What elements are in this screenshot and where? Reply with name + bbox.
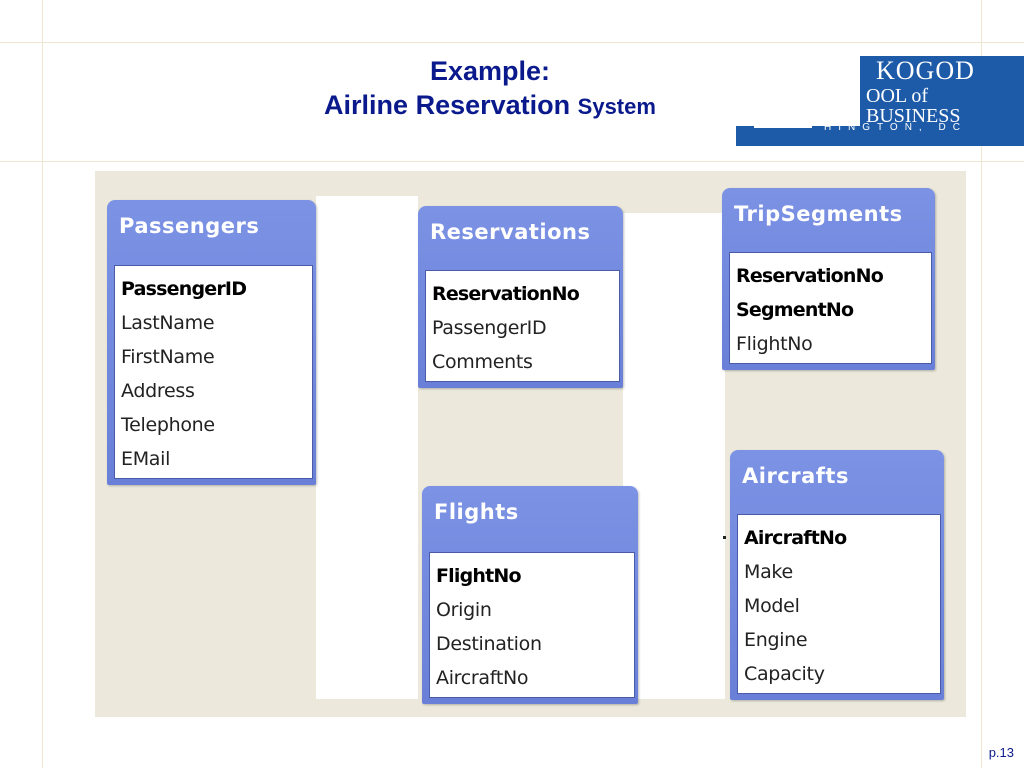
field-passengers-2[interactable]: FirstName: [121, 346, 215, 368]
guide-line-left: [42, 0, 43, 768]
field-flights-0[interactable]: FlightNo: [436, 565, 522, 587]
field-aircrafts-3[interactable]: Engine: [744, 629, 808, 651]
title-line2-small: System: [577, 93, 656, 119]
logo-school-name: KOGOD OOL of BUSINESS: [866, 56, 1024, 127]
logo-city: HINGTON, DC: [824, 122, 967, 133]
school-logo: KOGOD OOL of BUSINESS HINGTON, DC: [736, 56, 1024, 146]
slide-title: Example: Airline Reservation System: [200, 55, 780, 123]
field-passengers-0[interactable]: PassengerID: [121, 278, 247, 300]
table-title: Aircrafts: [742, 464, 849, 488]
field-passengers-3[interactable]: Address: [121, 380, 195, 402]
field-aircrafts-4[interactable]: Capacity: [744, 663, 825, 685]
table-title: Passengers: [119, 214, 260, 238]
title-line2: Airline Reservation System: [200, 89, 780, 123]
field-tripsegments-1[interactable]: SegmentNo: [736, 299, 854, 321]
title-line2-main: Airline Reservation: [324, 89, 571, 120]
logo-name-box: [860, 58, 1024, 130]
field-aircrafts-2[interactable]: Model: [744, 595, 800, 617]
field-aircrafts-1[interactable]: Make: [744, 561, 793, 583]
field-tripsegments-2[interactable]: FlightNo: [736, 333, 813, 355]
field-passengers-1[interactable]: LastName: [121, 312, 215, 334]
white-strip-2: [623, 213, 725, 699]
field-flights-2[interactable]: Destination: [436, 633, 542, 655]
field-passengers-5[interactable]: EMail: [121, 448, 171, 470]
field-passengers-4[interactable]: Telephone: [121, 414, 215, 436]
guide-line-header: [0, 161, 1024, 162]
logo-name-line2: OOL of BUSINESS: [866, 85, 961, 127]
page-number: p.13: [988, 745, 1014, 760]
relationship-dot: [723, 536, 726, 539]
logo-name-line1: KOGOD: [876, 56, 975, 85]
table-title: Reservations: [430, 220, 591, 244]
field-reservations-2[interactable]: Comments: [432, 351, 533, 373]
guide-line-top: [0, 42, 1024, 43]
field-reservations-0[interactable]: ReservationNo: [432, 283, 580, 305]
field-tripsegments-0[interactable]: ReservationNo: [736, 265, 884, 287]
field-reservations-1[interactable]: PassengerID: [432, 317, 547, 339]
title-line1: Example:: [429, 56, 551, 86]
field-flights-3[interactable]: AircraftNo: [436, 667, 529, 689]
guide-line-right: [981, 0, 982, 768]
field-flights-1[interactable]: Origin: [436, 599, 492, 621]
white-strip-1: [316, 196, 418, 699]
logo-underline: [754, 126, 812, 128]
field-aircrafts-0[interactable]: AircraftNo: [744, 527, 847, 549]
logo-cutout: [736, 56, 860, 126]
table-title: TripSegments: [734, 202, 903, 226]
table-title: Flights: [434, 500, 519, 524]
